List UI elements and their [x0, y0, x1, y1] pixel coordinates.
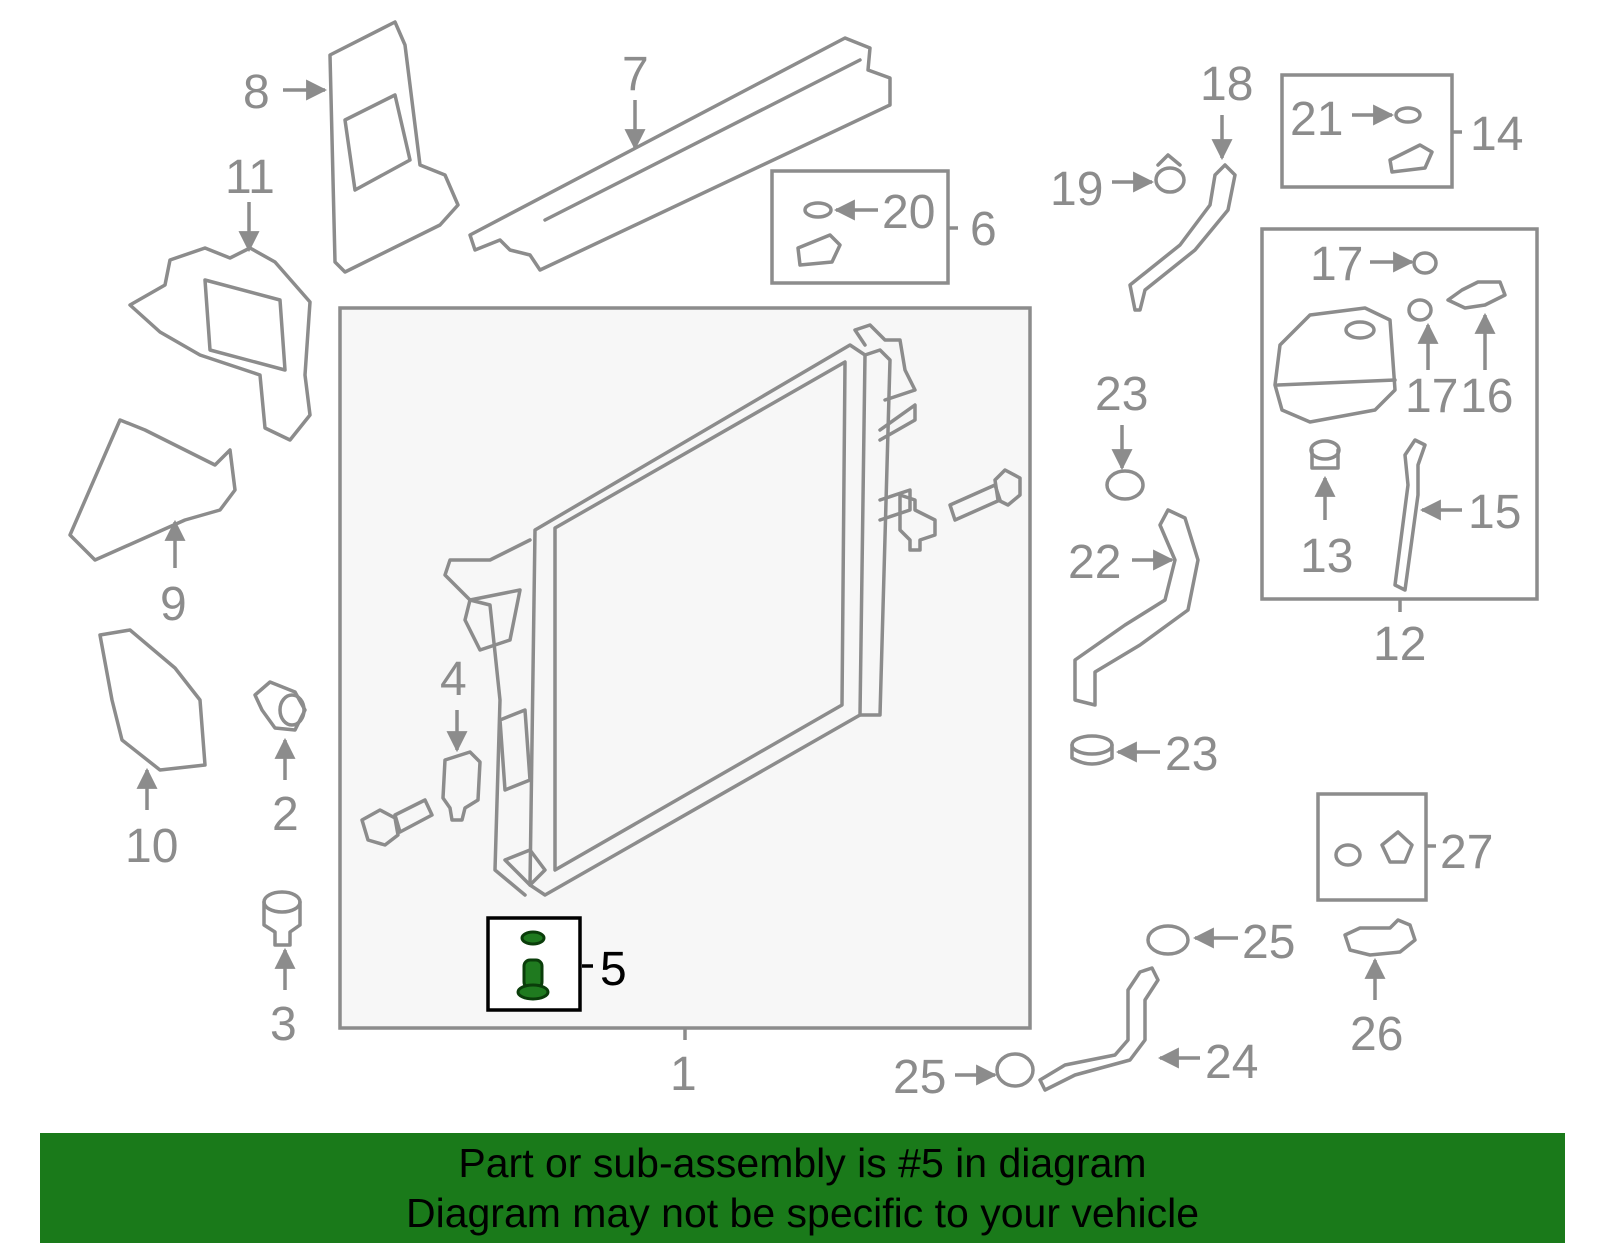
callout-19: 19 — [1050, 163, 1103, 216]
clamp-part-23-top — [1105, 469, 1145, 501]
hose-part-24 — [1038, 966, 1160, 1092]
callout-10: 10 — [125, 820, 178, 873]
callout-24: 24 — [1205, 1036, 1258, 1089]
radiator-core — [443, 323, 917, 897]
callout-17-top: 17 — [1310, 238, 1363, 291]
clamp-part-17-top — [1412, 251, 1438, 275]
callout-20: 20 — [882, 186, 935, 239]
callout-21: 21 — [1290, 93, 1343, 146]
bracket-part-10 — [98, 628, 207, 772]
callout-22: 22 — [1068, 536, 1121, 589]
callout-6: 6 — [970, 203, 997, 256]
callout-1: 1 — [670, 1048, 697, 1101]
callout-9: 9 — [160, 578, 187, 631]
callout-11: 11 — [225, 151, 275, 204]
shroud-part-11 — [128, 246, 312, 442]
hose-part-16 — [1446, 280, 1507, 310]
callout-13: 13 — [1300, 530, 1353, 583]
callout-26: 26 — [1350, 1008, 1403, 1061]
drain-plug-part-5[interactable] — [516, 930, 550, 1001]
grommet-part-2 — [253, 680, 307, 732]
upper-support-part-7 — [468, 36, 892, 272]
callout-14: 14 — [1470, 108, 1523, 161]
info-banner: Part or sub-assembly is #5 in diagram Di… — [40, 1133, 1565, 1243]
bracket-part-4 — [441, 750, 482, 822]
radiator-assembly-box — [338, 306, 1032, 1030]
callout-2: 2 — [272, 788, 299, 841]
banner-line-1: Part or sub-assembly is #5 in diagram — [458, 1140, 1147, 1186]
callout-15: 15 — [1468, 486, 1521, 539]
bolt-right — [948, 468, 1022, 522]
hose-part-15 — [1393, 438, 1427, 592]
clamp-part-23-bottom — [1070, 734, 1114, 766]
clamp-part-19 — [1154, 153, 1186, 194]
hose-part-18 — [1128, 163, 1237, 312]
hose-part-22 — [1073, 508, 1200, 707]
callout-23-bottom: 23 — [1165, 728, 1218, 781]
clamp-part-17-mid — [1407, 298, 1433, 322]
callout-8: 8 — [243, 66, 270, 119]
callout-23-top: 23 — [1095, 368, 1148, 421]
callout-5: 5 — [600, 943, 627, 996]
mount-bracket-right — [898, 493, 937, 552]
callout-4: 4 — [440, 653, 467, 706]
callout-27: 27 — [1440, 826, 1493, 879]
clamp-part-25-top — [1146, 924, 1190, 956]
banner-line-2: Diagram may not be specific to your vehi… — [405, 1190, 1199, 1236]
grommet-part-3 — [262, 890, 302, 947]
callout-7: 7 — [622, 48, 649, 101]
cap-part-13 — [1309, 439, 1341, 470]
hose-part-26 — [1343, 918, 1417, 957]
callout-3: 3 — [270, 998, 297, 1051]
callout-18: 18 — [1200, 58, 1253, 111]
deflector-part-9 — [68, 418, 237, 562]
callout-16: 16 — [1460, 370, 1513, 423]
callout-25-top: 25 — [1242, 916, 1295, 969]
bolt-left — [360, 798, 434, 847]
callout-17-bottom: 17 — [1405, 370, 1458, 423]
parts-diagram: 1 4 5 8 7 — [68, 20, 1539, 1104]
deflector-part-8 — [328, 20, 460, 274]
callout-12: 12 — [1373, 618, 1426, 671]
callout-25-bottom: 25 — [893, 1051, 946, 1104]
clamp-part-25-bottom — [995, 1052, 1035, 1088]
coolant-reservoir — [1273, 306, 1397, 424]
